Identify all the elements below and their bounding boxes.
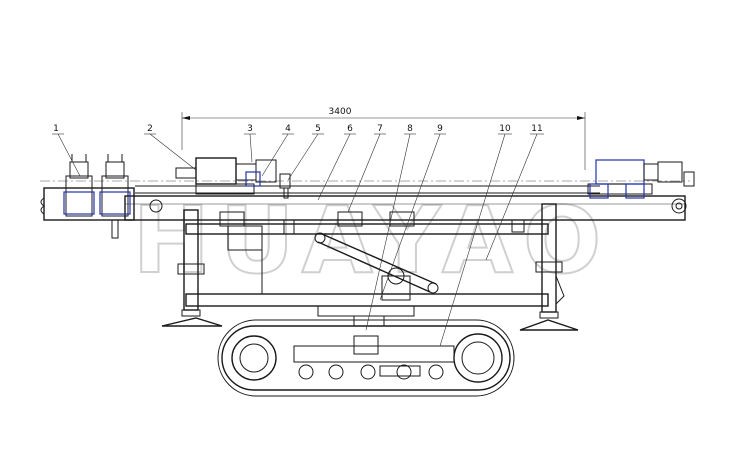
crawler-track — [217, 319, 515, 397]
power-head-right — [587, 159, 695, 199]
callout-11: 11 — [485, 124, 544, 261]
svg-text:2: 2 — [147, 124, 153, 134]
svg-text:7: 7 — [377, 124, 383, 134]
callout-9: 9 — [379, 124, 446, 301]
dimension-label: 3400 — [329, 107, 352, 117]
power-head-left — [175, 157, 291, 199]
callout-8: 8 — [365, 124, 416, 331]
callout-3: 3 — [244, 124, 256, 163]
mast-beam — [40, 180, 690, 221]
support-leg-right — [519, 203, 579, 331]
svg-text:6: 6 — [347, 124, 353, 134]
support-leg-left — [161, 209, 223, 327]
callout-10: 10 — [439, 124, 512, 347]
callout-6: 6 — [317, 124, 356, 201]
clamp-assembly — [40, 154, 135, 239]
callout-5: 5 — [287, 124, 324, 181]
svg-text:10: 10 — [499, 124, 511, 134]
callout-4: 4 — [261, 124, 294, 177]
svg-text:1: 1 — [53, 124, 59, 134]
track-platform — [317, 305, 415, 327]
svg-text:11: 11 — [531, 124, 542, 134]
callout-2: 2 — [144, 124, 197, 171]
svg-text:3: 3 — [247, 124, 253, 134]
svg-text:9: 9 — [437, 124, 443, 134]
lifting-cylinder — [314, 232, 439, 294]
watermark: HUAYAO — [133, 187, 612, 294]
overall-dimension: 3400 — [181, 107, 586, 170]
svg-text:5: 5 — [315, 124, 321, 134]
callout-7: 7 — [347, 124, 386, 213]
svg-text:4: 4 — [285, 124, 291, 134]
callout-1: 1 — [52, 124, 81, 177]
svg-text:8: 8 — [407, 124, 413, 134]
